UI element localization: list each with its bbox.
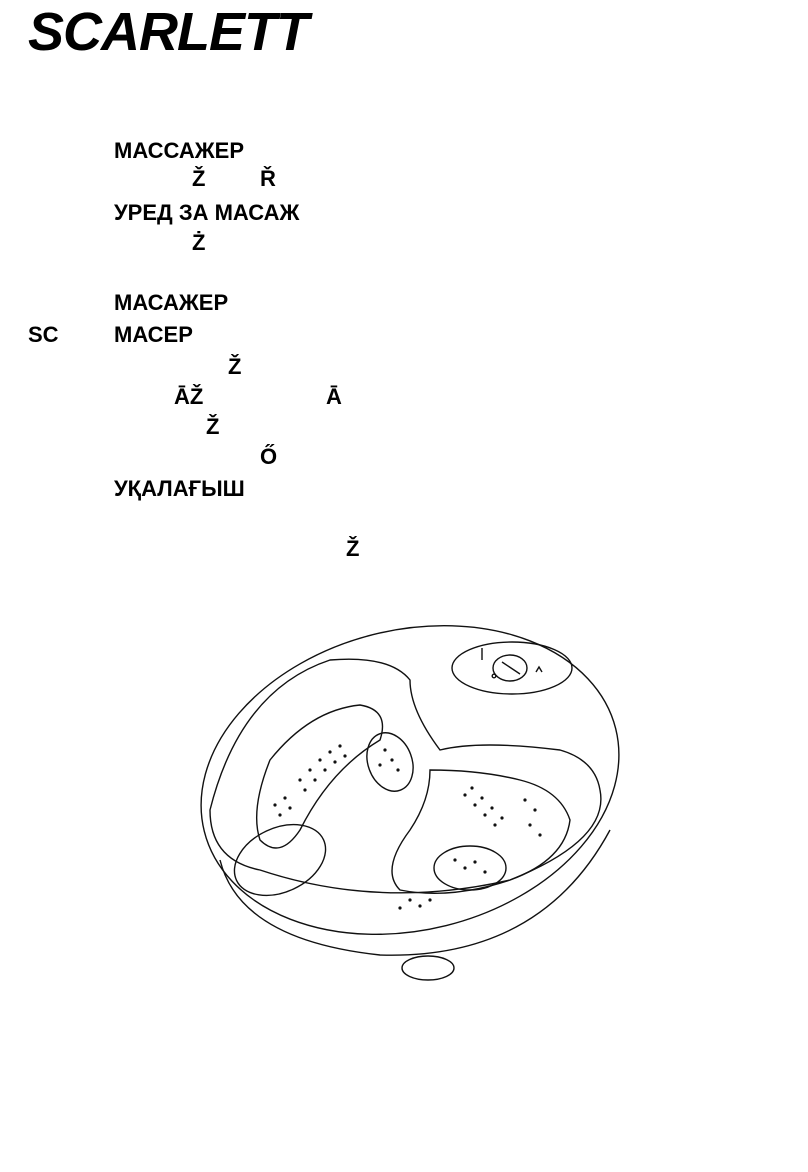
title-latvian-az: ĀŽ [174,384,204,409]
massage-dots [273,744,542,910]
massage-roller [366,732,414,792]
scarlett-logo: SCARLETT [28,2,309,62]
left-heel-pad [233,823,327,897]
title-latvian-a: Ā [326,384,342,409]
inner-basin-rim [209,658,602,894]
title-czech-r: Ř [260,166,276,191]
right-heel-pad [433,845,507,891]
title-czech-z: Ž [192,166,206,191]
title-kazakh: УҚАЛАҒЫШ [114,476,245,501]
control-panel [451,641,573,695]
left-foot-bed [256,704,384,849]
title-bulgarian: УРЕД ЗА МАСАЖ [114,200,300,225]
title-russian: МАССАЖЕР [114,138,245,163]
title-hungarian-o: Ő [260,444,278,469]
massager-outer-shell [200,624,620,936]
heat-icon [535,665,543,673]
title-ukrainian: МАСАЖЕР [114,290,229,315]
title-serbian: МАСЕР [114,322,193,347]
title-polish-z: Ż [192,230,206,255]
title-estonian-z: Ž [228,354,242,379]
title-lithuanian-z: Ž [206,414,220,439]
model-prefix: SC [28,322,59,347]
right-foot-bed [391,769,571,895]
title-croatian-z: Ž [346,536,360,561]
massager-base-edge [219,829,611,956]
control-knob [492,654,528,682]
foot-massager-drawing [200,624,620,981]
massager-foot [401,955,455,981]
bubble-icon [491,673,497,679]
